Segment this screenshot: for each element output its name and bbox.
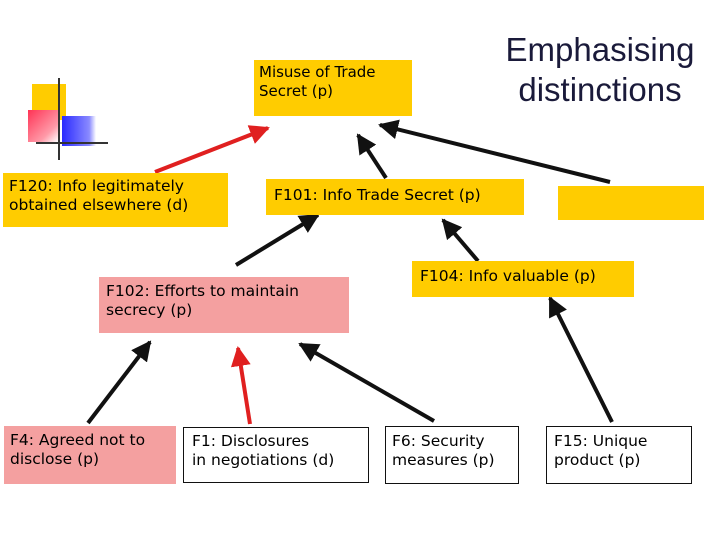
node-f4: F4: Agreed not to disclose (p) (4, 426, 176, 484)
node-f6: F6: Security measures (p) (385, 426, 519, 484)
logo-red-square (28, 110, 58, 142)
logo-decoration (28, 78, 108, 160)
node-f15: F15: Unique product (p) (546, 426, 692, 484)
node-f101: F101: Info Trade Secret (p) (266, 179, 524, 215)
arrow-f120-to-misuse (154, 125, 270, 174)
logo-vertical-line (58, 78, 60, 160)
arrow-blank-to-misuse (378, 119, 611, 184)
node-blank (558, 186, 704, 220)
logo-blue-square (62, 116, 96, 146)
arrow-f6-to-f102 (298, 342, 435, 423)
node-f102: F102: Efforts to maintain secrecy (p) (99, 277, 349, 333)
logo-horizontal-line (36, 142, 108, 144)
slide-title: Emphasising distinctions (505, 31, 695, 108)
node-f104: F104: Info valuable (p) (412, 261, 634, 297)
arrow-f102-to-f101 (234, 213, 320, 267)
node-misuse-of-trade-secret: Misuse of Trade Secret (p) (254, 60, 412, 116)
arrow-f15-to-f104 (548, 296, 614, 423)
node-f1: F1: Disclosures in negotiations (d) (183, 427, 369, 483)
arrow-f4-to-f102 (86, 340, 152, 425)
arrow-f1-to-f102 (230, 346, 252, 425)
node-f120: F120: Info legitimately obtained elsewhe… (3, 173, 228, 227)
arrow-f104-to-f101 (441, 218, 480, 263)
arrow-f101-to-misuse (356, 133, 388, 180)
